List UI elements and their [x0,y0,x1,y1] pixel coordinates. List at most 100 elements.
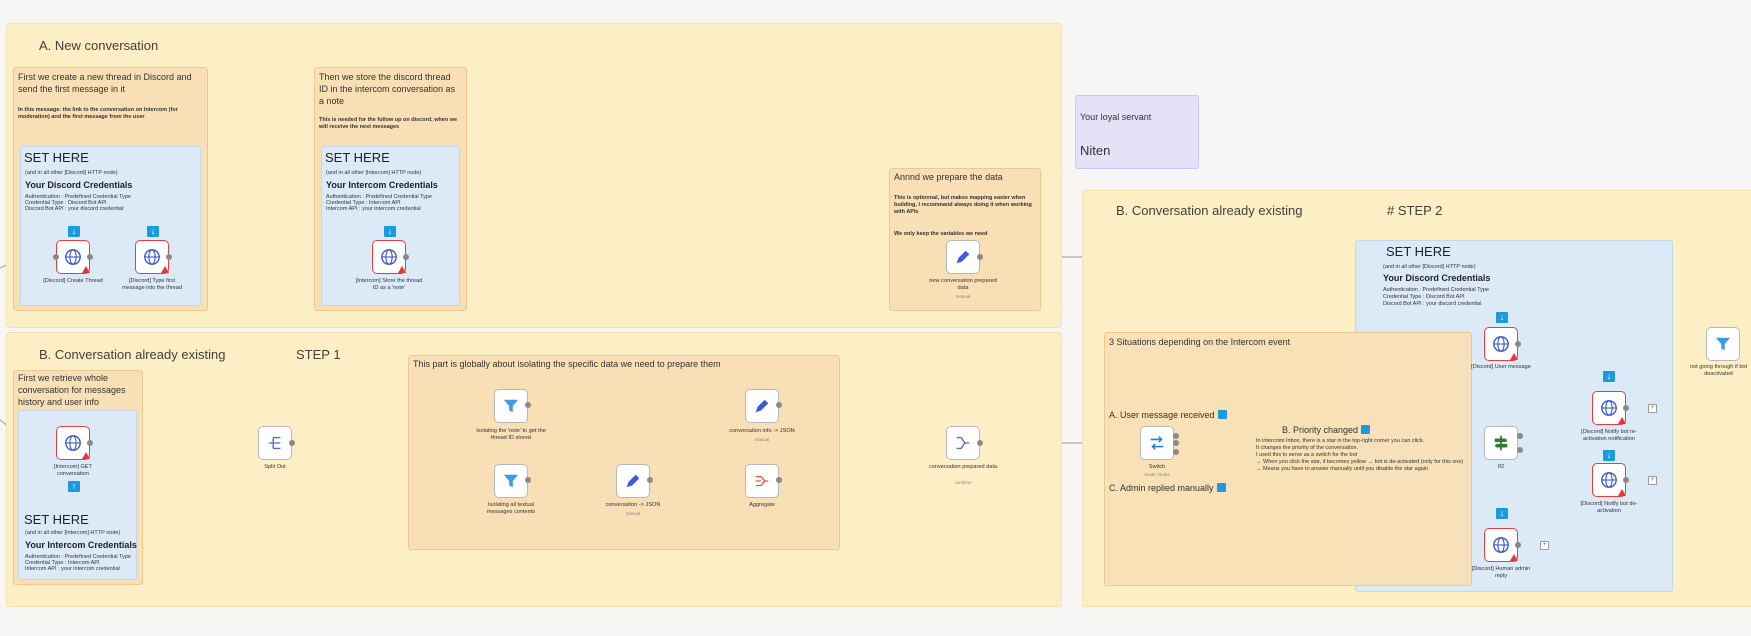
node-conversation-json[interactable] [616,464,650,498]
node-switch[interactable] [1140,426,1174,460]
node-conversation-prepared-data[interactable] [946,426,980,460]
node-sublabel: manual [955,294,971,299]
set-here-line: Authentication : Predefined Credential T… [326,194,432,200]
output-port[interactable] [776,402,782,408]
node-label: [Discord] Notify bot re-activation notif… [1581,429,1637,442]
globe-icon [65,435,81,451]
priority-line: It changes the priority of the conversat… [1256,445,1359,451]
pencil-icon [626,474,640,488]
set-here-sub: (and in all other [Intercom] HTTP node) [326,170,422,176]
external-link-icon[interactable] [1216,483,1226,492]
set-here-discord-a [20,146,201,306]
node-label: [Intercom] GET conversation [54,464,92,477]
set-here-line: Discord Bot API : your discord credentia… [25,206,124,212]
output-port[interactable] [1623,405,1629,411]
download-icon: ↓ [68,226,80,237]
node-isolating-note[interactable] [494,389,528,423]
warning-icon [82,452,90,459]
download-icon: ↓ [1603,371,1615,382]
node-not-going-through[interactable] [1706,327,1740,361]
node-label: Switch [1148,464,1166,470]
external-link-icon[interactable] [1217,410,1227,419]
set-here-line: Authentication : Predefined Credential T… [1383,287,1489,293]
output-port[interactable] [166,254,172,260]
output-port[interactable] [647,477,653,483]
group-title-existing-1: B. Conversation already existing [39,347,226,362]
add-node-button[interactable]: + [1648,404,1657,413]
priority-line: → When you click the star, it becomes ye… [1256,459,1464,465]
group-title-new-conversation: A. New conversation [39,38,159,53]
output-port[interactable] [1517,433,1523,439]
output-port[interactable] [1173,433,1179,439]
globe-icon [381,249,397,265]
set-here-line: Credential Type : Intercom API [25,560,100,566]
option-a-label: A. User message received [1109,409,1227,421]
node-conversation-info-json[interactable] [745,389,779,423]
set-here-line: Intercom API : your intercom credential [25,566,120,572]
node-isolating-text[interactable] [494,464,528,498]
node-sublabel: manual [754,437,770,442]
output-port[interactable] [1517,447,1523,453]
node-label: conversation prepared data [928,464,998,470]
note-create-thread-title: First we create a new thread in Discord … [18,72,192,94]
output-port[interactable] [1515,341,1521,347]
filter-icon [1715,337,1731,351]
node-label: not going through if bot deactivated [1689,364,1748,377]
output-port[interactable] [289,440,295,446]
globe-icon [144,249,160,265]
output-port[interactable] [977,254,983,260]
set-here-title: Your Discord Credentials [1383,273,1491,283]
download-icon: ↓ [147,226,159,237]
note-store-thread-body: This is needed for the follow up on disc… [319,117,458,130]
output-port[interactable] [525,477,531,483]
download-icon: ↓ [1603,450,1615,461]
step-1-label: STEP 1 [296,347,341,362]
add-node-button[interactable]: + [1648,476,1657,485]
globe-icon [1493,537,1509,553]
node-sublabel: combine [954,480,972,485]
add-node-button[interactable]: + [1540,541,1549,550]
set-here-line: Credential Type : Discord Bot API [1383,294,1465,300]
set-here-line: Intercom API : your intercom credential [326,206,421,212]
output-port[interactable] [1173,449,1179,455]
node-split-out[interactable] [258,426,292,460]
output-port[interactable] [1515,542,1521,548]
servant-name: Niten [1080,143,1111,158]
output-port[interactable] [977,440,983,446]
input-port[interactable] [53,254,59,260]
output-port[interactable] [87,254,93,260]
node-label: If2 [1497,464,1505,470]
output-port[interactable] [776,477,782,483]
node-if2[interactable] [1484,426,1518,460]
switch-icon [1150,436,1164,450]
node-label: [Discord] Notify bot de-activation [1580,501,1638,514]
globe-icon [1601,472,1617,488]
set-here-title: Your Intercom Credentials [25,540,137,550]
node-new-conversation-prepared-data[interactable] [946,240,980,274]
option-b-label: B. Priority changed [1282,424,1371,436]
split-icon [268,436,281,450]
node-label: conversation info -> JSON [729,428,795,434]
output-port[interactable] [525,402,531,408]
output-port[interactable] [403,254,409,260]
external-link-icon[interactable] [1361,425,1371,434]
globe-icon [65,249,81,265]
node-discord-type-first[interactable] [135,240,169,274]
set-here-sub: (and in all other [Discord] HTTP node) [25,170,118,176]
set-here-heading: SET HERE [24,150,89,165]
note-prepare-data-body: This is optionnal, but makes mapping eas… [894,195,1032,215]
node-label: [Intercom] Store the thread ID as a 'not… [355,278,423,291]
output-port[interactable] [1623,477,1629,483]
set-here-title: Your Discord Credentials [25,180,133,190]
node-aggregate[interactable] [745,464,779,498]
priority-line: → Means you have to answer manually unti… [1256,466,1429,472]
output-port[interactable] [1173,440,1179,446]
output-port[interactable] [87,440,93,446]
set-here-line: Discord Bot API : your discord credentia… [1383,301,1482,307]
set-here-heading: SET HERE [325,150,390,165]
warning-icon [82,266,90,273]
note-prepare-data [889,168,1041,311]
note-isolating-data [408,355,840,550]
servant-line-1: Your loyal servant [1080,112,1152,122]
node-label: Isolating the 'note' to get the thread I… [476,428,546,441]
